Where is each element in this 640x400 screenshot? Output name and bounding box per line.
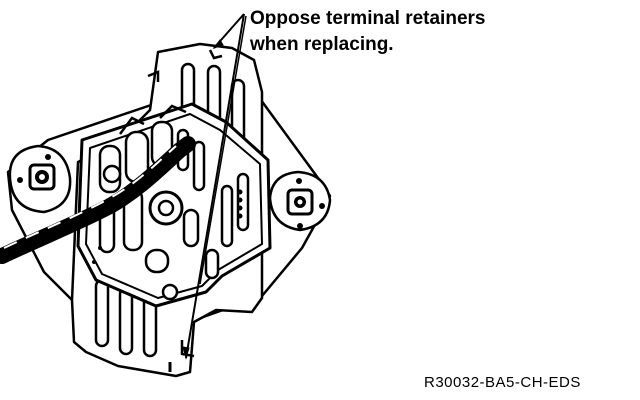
figure-reference-code: R30032-BA5-CH-EDS bbox=[424, 374, 581, 391]
callout-leaders bbox=[182, 13, 247, 360]
callout-line-2: when replacing. bbox=[250, 34, 394, 55]
wiring-harness bbox=[0, 136, 196, 264]
callout-line-1: Oppose terminal retainers bbox=[250, 8, 486, 29]
left-mounting-ear bbox=[8, 144, 72, 214]
callout-note: Oppose terminal retainers when replacing… bbox=[250, 6, 485, 58]
small-terminal-stud bbox=[102, 164, 179, 301]
right-mounting-ear bbox=[268, 170, 332, 232]
center-terminal-stud bbox=[148, 190, 184, 226]
detent-marks bbox=[92, 189, 243, 264]
